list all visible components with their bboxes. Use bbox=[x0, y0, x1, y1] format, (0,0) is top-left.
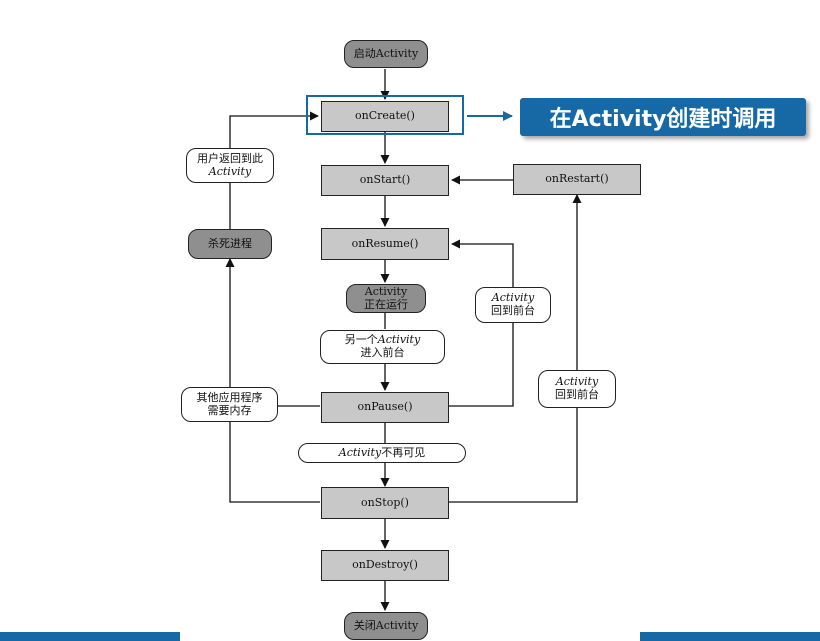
user-returns-note: 用户返回到此 Activity bbox=[186, 148, 274, 183]
ondestroy-node: onDestroy() bbox=[321, 550, 449, 581]
other-apps-memory-note: 其他应用程序 需要内存 bbox=[181, 387, 278, 422]
fg-return-2-line1: Activity bbox=[555, 375, 599, 389]
fg-return-note-2: Activity 回到前台 bbox=[538, 370, 616, 408]
oncreate-label: onCreate() bbox=[355, 109, 415, 123]
user-returns-line2: Activity bbox=[208, 164, 252, 178]
activity-running-line1: Activity bbox=[364, 284, 408, 298]
activity-running-node: Activity 正在运行 bbox=[346, 284, 426, 313]
user-returns-line1: 用户返回到此 bbox=[197, 151, 263, 165]
shutdown-activity-node: 关闭Activity bbox=[344, 612, 428, 640]
onstop-node: onStop() bbox=[321, 487, 449, 519]
fg-return-1-line2: 回到前台 bbox=[491, 304, 535, 317]
onpause-label: onPause() bbox=[357, 400, 413, 414]
onresume-label: onResume() bbox=[351, 236, 419, 250]
onpause-node: onPause() bbox=[321, 392, 449, 423]
onstop-label: onStop() bbox=[361, 495, 409, 509]
oncreate-callout: 在Activity创建时调用 bbox=[520, 98, 806, 136]
another-activity-prefix: 另一个 bbox=[344, 333, 378, 347]
ondestroy-label: onDestroy() bbox=[352, 558, 418, 572]
fg-return-2-line2: 回到前台 bbox=[555, 388, 599, 401]
bottom-accent-bar-right bbox=[640, 632, 820, 641]
not-visible-suffix: 不再可见 bbox=[381, 445, 426, 459]
other-apps-line2: 需要内存 bbox=[207, 403, 252, 417]
onstart-node: onStart() bbox=[321, 165, 449, 196]
another-activity-italic: Activity bbox=[377, 333, 421, 347]
onresume-node: onResume() bbox=[321, 228, 449, 260]
bottom-accent-bar-left bbox=[0, 632, 180, 641]
another-activity-line2: 进入前台 bbox=[360, 346, 405, 359]
oncreate-callout-text: 在Activity创建时调用 bbox=[549, 107, 777, 132]
fg-return-note-1: Activity 回到前台 bbox=[475, 287, 551, 323]
kill-process-label: 杀死进程 bbox=[208, 236, 252, 250]
onstart-label: onStart() bbox=[359, 173, 411, 187]
start-activity-node: 启动Activity bbox=[344, 40, 428, 68]
activity-running-line2: 正在运行 bbox=[364, 297, 408, 311]
onrestart-label: onRestart() bbox=[545, 172, 609, 186]
oncreate-node: onCreate() bbox=[321, 101, 449, 132]
kill-process-node: 杀死进程 bbox=[188, 229, 272, 259]
not-visible-italic: Activity bbox=[338, 445, 382, 459]
fg-return-1-line1: Activity bbox=[491, 291, 535, 305]
other-apps-line1: 其他应用程序 bbox=[196, 390, 263, 404]
onrestart-node: onRestart() bbox=[513, 164, 641, 195]
another-activity-note: 另一个Activity 进入前台 bbox=[320, 330, 445, 364]
start-activity-label: 启动Activity bbox=[353, 46, 419, 60]
shutdown-activity-label: 关闭Activity bbox=[353, 618, 419, 632]
another-activity-line1: 另一个Activity bbox=[345, 334, 420, 347]
oncreate-highlight-frame bbox=[306, 95, 464, 135]
